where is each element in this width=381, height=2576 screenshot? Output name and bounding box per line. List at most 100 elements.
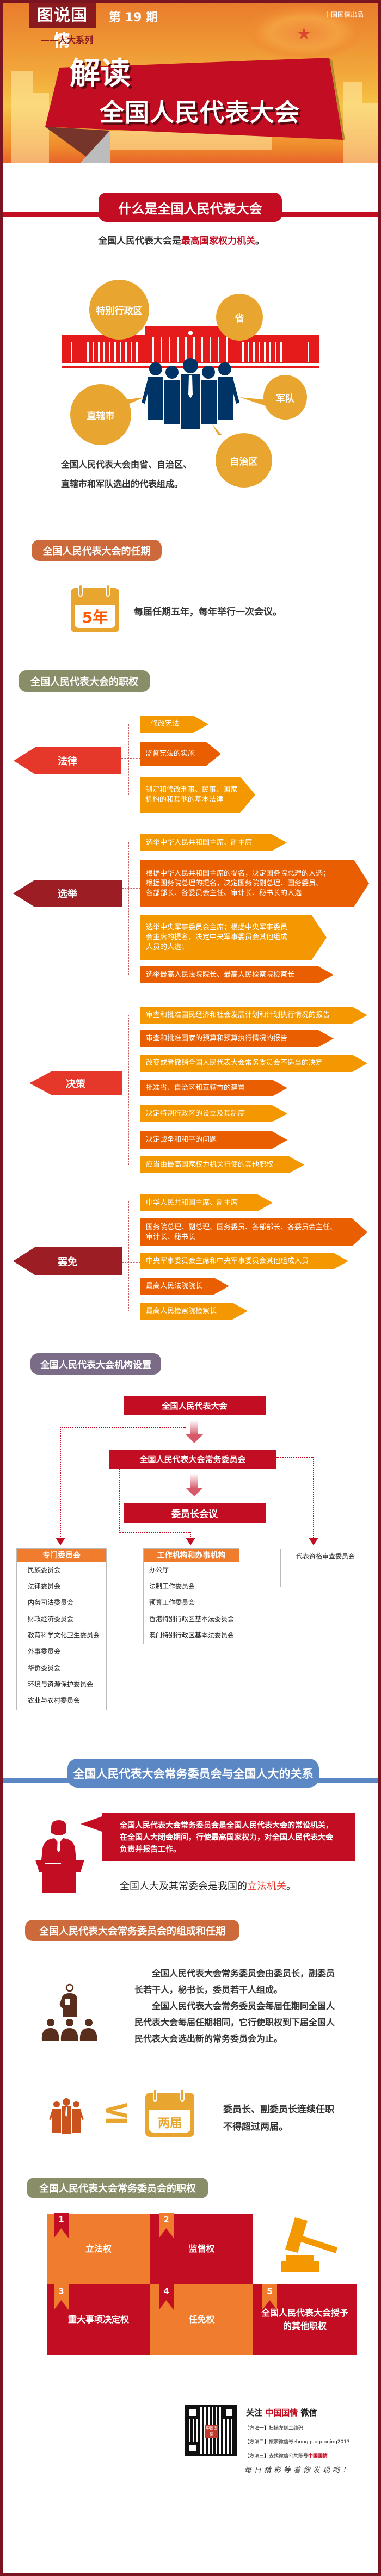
bubble-special-region: 特别行政区 [89, 280, 149, 340]
section-title-org: 全国人民代表大会机构设置 [30, 1353, 161, 1375]
list-item: 华侨委员会 [28, 1664, 61, 1672]
working-bodies-list: 工作机构和办事机构 办公厅 法制工作委员会 预算工作委员会 香港特别行政区基本法… [143, 1548, 239, 1644]
list-item: 法制工作委员会 [149, 1582, 195, 1590]
officials-group-icon [49, 2098, 84, 2134]
building-silhouette [11, 71, 33, 163]
connector [121, 758, 140, 759]
connector [128, 1201, 129, 1311]
list-item: 办公厅 [149, 1566, 169, 1574]
list-item: 香港特别行政区基本法委员会 [149, 1615, 235, 1623]
note-prefix: 全国人大及其常委会是我国的 [120, 1881, 247, 1892]
building-silhouette [33, 93, 49, 163]
header-banner: ★ 图说国情 第 19 期 ——人大系列 中国国情出品 解读 全国人民代表大会 [0, 0, 381, 163]
frame-left [0, 0, 3, 2576]
arrow-down-icon [190, 1420, 198, 1435]
section-title-committee-powers: 全国人民代表大会常务委员会的职权 [27, 2178, 208, 2198]
power-group-election: 选举 [13, 880, 122, 907]
bubble-municipality: 直辖市 [70, 384, 131, 445]
arrow-down-icon [186, 1434, 203, 1443]
term-text: 每届任期五年，每年举行一次会议。 [134, 607, 282, 618]
intro-highlight: 最高国家权力机关 [181, 236, 255, 246]
dotted-connector [313, 1457, 314, 1538]
frame-bottom [0, 2573, 381, 2576]
note-highlight: 立法机关 [247, 1881, 286, 1892]
gavel-icon [281, 2217, 337, 2272]
qr-brand-mark: 中国国情 [205, 2425, 218, 2438]
power-item: 制定和修改刑事、民事、国家 机构的和其他的基本法律 [140, 777, 255, 813]
arrow-down-icon [186, 1488, 203, 1496]
bubble-autonomous-region: 自治区 [216, 433, 272, 488]
cell-label: 重大事项决定权 [67, 2314, 129, 2325]
speaker-podium-icon [35, 1820, 84, 1893]
connector [128, 1015, 129, 1165]
list-item: 外事委员会 [28, 1648, 61, 1655]
power-item: 修改宪法 [140, 716, 208, 733]
method-2: 【方法二】搜索微信号zhongguoguoqing2013 [244, 2439, 350, 2445]
slogan: 每日精彩等着你发现哟！ [244, 2466, 353, 2474]
qr-code[interactable]: 中国国情 [185, 2405, 237, 2456]
power-group-law: 法律 [14, 747, 121, 774]
relation-box: 全国人民代表大会常务委员会是全国人民代表大会的常设机关，在全国人大闭会期间，行使… [102, 1813, 355, 1861]
calendar-label: 5年 [82, 608, 108, 626]
power-item: 应当由最高国家权力机关行使的其他职权 [140, 1156, 304, 1173]
frame-right [378, 0, 381, 2576]
power-item: 批准省、自治区和直辖市的建置 [140, 1080, 287, 1096]
follow-brand: 中国国情 [265, 2408, 298, 2418]
list-item: 教育科学文化卫生委员会 [28, 1631, 100, 1639]
dotted-connector [60, 1427, 186, 1428]
legislative-note: 全国人大及其常委会是我国的立法机关。 [120, 1878, 296, 1893]
power-item: 根据中华人民共和国主席的提名，决定国务院总理的人选； 根据国务院总理的提名，决定… [140, 860, 369, 907]
star-icon: ★ [297, 24, 311, 44]
power-item: 最高人民法院院长 [140, 1278, 229, 1295]
list-item: 代表资格审查委员会 [296, 1552, 355, 1560]
org-chairmen-council: 委员长会议 [124, 1503, 266, 1523]
arrow-down-icon [190, 1474, 198, 1489]
method-1: 【方法一】扫描左侧二维码 [244, 2426, 304, 2431]
power-item: 决定特别行政区的设立及其制度 [140, 1105, 287, 1122]
power-item: 改变或者撤销全国人民代表大会常务委员会不适当的决定 [140, 1055, 367, 1072]
dotted-connector [119, 1532, 190, 1533]
power-item: 审查和批准国民经济和社会发展计划和计划执行情况的报告 [140, 1007, 367, 1024]
note-suffix: 。 [286, 1881, 296, 1892]
power-item: 中央军事委员会主席和中央军事委员会其他组成人员 [140, 1253, 348, 1269]
calendar-icon: 两届 [145, 2088, 194, 2137]
top-bar [0, 0, 381, 3]
composition-desc-line2: 直辖市和军队选出的代表组成。 [61, 479, 183, 489]
method-3-prefix: 【方法三】查找微信公共账号 [244, 2454, 309, 2459]
power-group-removal: 罢免 [13, 1247, 122, 1275]
list-header: 工作机构和办事机构 [144, 1549, 239, 1562]
power-item: 决定战争和和平的问题 [140, 1131, 287, 1149]
cell-label: 监督权 [188, 2244, 215, 2254]
cell-label: 立法权 [85, 2244, 112, 2254]
section-title-term: 全国人民代表大会的任期 [32, 540, 162, 561]
connector [128, 842, 129, 975]
section-title-powers: 全国人民代表大会的职权 [19, 670, 150, 692]
connector [128, 724, 129, 795]
special-committees-list: 专门委员会 民族委员会 法律委员会 内务司法委员会 财政经济委员会 教育科学文化… [16, 1548, 107, 1710]
building-silhouette [343, 82, 362, 163]
composition-paragraph-2: 全国人民代表大会常务委员会每届任期同全国人民代表大会每届任期相同，它行使职权到下… [134, 2001, 335, 2044]
calendar-icon: 5年 [71, 584, 119, 632]
list-item: 法律委员会 [28, 1582, 61, 1590]
follow-prefix: 关注 [246, 2408, 263, 2418]
power-item: 选举最高人民法院院长、最高人民检察院检察长 [140, 966, 334, 983]
arrow-down-icon [56, 1538, 65, 1545]
list-header: 专门委员会 [17, 1549, 106, 1562]
list-item: 财政经济委员会 [28, 1615, 74, 1623]
power-item: 选举中华人民共和国主席、副主席 [140, 834, 287, 851]
title-ribbon [45, 58, 345, 163]
composition-desc-line1: 全国人民代表大会由省、自治区、 [61, 459, 192, 470]
speech-pointer [81, 1816, 103, 1832]
power-item: 国务院总理、副总理、国务委员、各部部长、各委员会主任、 审计长、秘书长 [140, 1218, 367, 1246]
method-3-brand: 中国国情 [308, 2454, 328, 2459]
emblem-decoration [245, 5, 365, 60]
building-silhouette [362, 103, 378, 163]
number-badge: 2 [159, 2213, 174, 2238]
org-standing-committee: 全国人民代表大会常务委员会 [109, 1450, 276, 1469]
connector [122, 1262, 140, 1263]
composition-paragraph-1: 全国人民代表大会常务委员会由委员长，副委员长若干人，秘书长，委员若干人组成。 [134, 1968, 335, 1995]
page-title: 全国人民代表大会 [100, 98, 300, 127]
logo: 图说国情 [29, 3, 96, 51]
section-title-composition: 全国人民代表大会常务委员会的组成和任期 [25, 1920, 239, 1941]
cell-label: 全国人民代表大会授予的其他职权 [261, 2308, 348, 2331]
